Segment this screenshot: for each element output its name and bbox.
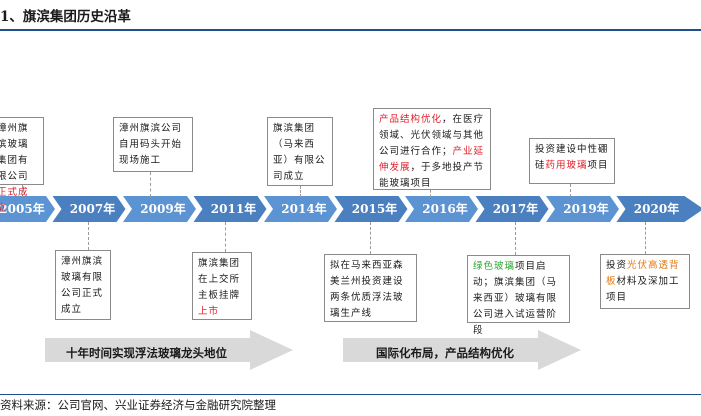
connector-2007 [88, 222, 89, 250]
event-text-segment: 旗滨集团 [198, 258, 241, 269]
timeline-chevron-2007 [52, 196, 126, 222]
timeline-chevron-2016 [405, 196, 478, 222]
event-box-2016: 产品结构优化，在医疗领域、光伏领域与其他公司进行合作；产业延伸发展，于多地投产节… [373, 108, 491, 190]
event-text-segment: 进入试运营阶段 [473, 309, 558, 336]
event-box-2015: 拟在马来西亚森美兰州投资建设两条优质浮法玻璃生产线 [324, 254, 417, 322]
page-title: 1、旗滨集团历史沿革 [0, 9, 131, 25]
event-text-segment: 公司正式 [61, 288, 104, 299]
connector-2011 [225, 222, 226, 252]
event-text-segment: 漳州旗滨 [61, 256, 104, 267]
event-text-segment: 药用玻璃 [545, 160, 588, 171]
timeline-chevron-2015 [334, 196, 408, 222]
event-text-segment: （马来西 [273, 139, 316, 150]
event-text-segment: 美兰州投资建设 [330, 276, 404, 287]
event-text-segment: 上市 [198, 306, 220, 317]
title-rule [0, 29, 701, 31]
connector-2005 [22, 185, 23, 197]
event-text-segment: 疗领域、光伏领域与 [379, 114, 485, 141]
event-text-segment: 其他公司进行合作； [379, 130, 485, 157]
event-text-segment: 正式成立 [0, 187, 29, 214]
event-text-segment: 光伏高透 [627, 260, 670, 271]
timeline-chevron-2005 [0, 196, 55, 222]
event-text-segment: 成立 [61, 304, 83, 315]
event-text-segment: 项目启动； [473, 261, 547, 288]
event-box-2019: 投资建设中性硼硅药用玻璃项目 [529, 138, 615, 184]
event-text-segment: 材料及深 [616, 276, 659, 287]
event-box-2005: 漳州旗滨玻璃集团有限公司正式成立 [0, 117, 44, 214]
event-text-segment: 公司成立 [273, 155, 326, 182]
event-text-segment: 现场施工 [119, 155, 162, 166]
timeline-chevron-2009 [123, 196, 196, 222]
timeline-chevron-2014 [264, 196, 337, 222]
event-text-segment: 玻璃有限 [61, 272, 104, 283]
year-label-2020: 2020年 [633, 202, 680, 216]
event-text-segment: 自用码头开始 [119, 139, 183, 150]
year-label-2019: 2019年 [563, 202, 609, 216]
event-text-segment: 项目 [587, 160, 609, 171]
connector-2014 [300, 186, 301, 197]
phase-label-2: 国际化布局，产品结构优化 [376, 346, 514, 360]
event-text-segment: 主板挂牌 [198, 290, 241, 301]
connector-2015 [370, 222, 371, 254]
event-text-segment: 旗滨集团（马来西 [473, 277, 558, 304]
year-label-2005: 2005年 [0, 202, 45, 216]
year-label-2014: 2014年 [281, 202, 327, 216]
connector-2017 [515, 222, 516, 255]
year-label-2009: 2009年 [140, 202, 186, 216]
event-text-segment: 绿色玻璃 [473, 261, 516, 272]
event-text-segment: 产业延伸发展 [379, 146, 485, 173]
event-box-2011: 旗滨集团在上交所主板挂牌上市 [192, 252, 252, 320]
event-text-segment: 旗滨集团 [273, 123, 316, 134]
year-label-2011: 2011年 [210, 202, 257, 216]
event-box-2017: 绿色玻璃项目启动；旗滨集团（马来西亚）玻璃有限公司进入试运营阶段 [467, 255, 570, 336]
event-text-segment: 玻璃集团 [0, 139, 29, 166]
timeline-chevron-2020 [616, 196, 701, 222]
timeline-chevron-2017 [475, 196, 549, 222]
timeline [0, 196, 701, 222]
phase-bar-1 [45, 330, 293, 370]
event-text-segment: 璃生产线 [330, 308, 373, 319]
phase-bar-2 [343, 330, 581, 370]
event-text-segment: 背板 [606, 260, 680, 287]
event-text-segment: 亚）玻璃有限公司 [473, 293, 558, 320]
connector-2009 [150, 172, 151, 197]
timeline-chevron-2019 [546, 196, 619, 222]
event-text-segment: 漳州旗滨公司 [119, 123, 183, 134]
event-box-2009: 漳州旗滨公司自用码头开始现场施工 [113, 117, 193, 172]
event-text-segment: 产品结构优化 [379, 114, 443, 125]
timeline-chevron-2011 [193, 196, 267, 222]
event-text-segment: 加工项目 [606, 276, 680, 303]
event-box-2020: 投资光伏高透背板材料及深加工项目 [600, 254, 690, 309]
source-note: 资料来源：公司官网、兴业证券经济与金融研究院整理 [0, 398, 276, 412]
event-box-2007: 漳州旗滨玻璃有限公司正式成立 [55, 250, 111, 320]
event-text-segment: 投资建设中性 [535, 144, 599, 155]
connector-2019 [570, 184, 571, 197]
year-label-2017: 2017年 [492, 202, 539, 216]
event-text-segment: ，于多 [410, 162, 443, 173]
source-rule [0, 394, 701, 395]
event-box-2014: 旗滨集团 （马来西亚）有限公司成立 [267, 117, 333, 186]
year-label-2007: 2007年 [69, 202, 116, 216]
event-text-segment: 硼硅 [535, 144, 609, 171]
event-text-segment: 漳州旗滨 [0, 123, 29, 150]
event-text-segment: 投资 [606, 260, 628, 271]
event-text-segment: 亚）有限 [273, 155, 316, 166]
event-text-segment: 在上交所 [198, 274, 241, 285]
year-label-2016: 2016年 [422, 202, 468, 216]
event-text-segment: ，在医 [442, 114, 474, 125]
connector-2016 [430, 190, 431, 197]
event-text-segment: 两条优质浮法玻 [330, 292, 404, 303]
event-text-segment: 地投产节能玻璃项目 [379, 162, 485, 189]
connector-2020 [645, 222, 646, 254]
event-text-segment: 有限公司 [0, 155, 29, 182]
phase-label-1: 十年时间实现浮法玻璃龙头地位 [66, 346, 227, 360]
event-text-segment: 拟在马来西亚森 [330, 260, 404, 271]
year-label-2015: 2015年 [351, 202, 398, 216]
